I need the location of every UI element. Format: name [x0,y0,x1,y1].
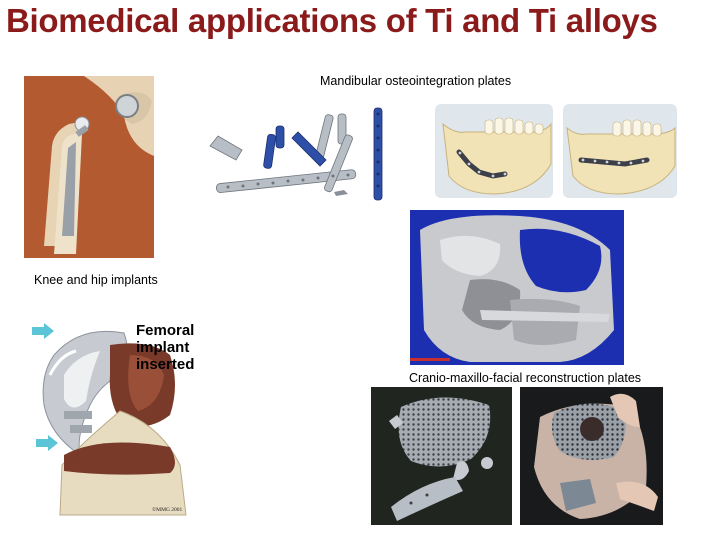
mandibular-caption: Mandibular osteointegration plates [320,74,512,88]
femoral-label: Femoral implant inserted [136,322,208,373]
jaw-model-photo-2 [563,104,677,198]
hip-implant-photo [24,76,154,258]
slide-title: Biomedical applications of Ti and Ti all… [6,2,658,39]
mandibular-plates-photo [198,98,410,204]
femoral-label-line-1: Femoral [136,322,195,339]
cranio-caption: Cranio-maxillo-facial reconstruction pla… [409,371,642,385]
cranio-plate-photo-1 [371,387,512,525]
femoral-label-line-3: inserted [136,356,195,373]
skull-3d-render [410,210,624,365]
copyright-label: ©MMG 2001 [152,507,183,513]
cranio-plate-photo-2 [520,387,663,525]
knee-implant-illustration: Femoral implant inserted ©MMG 2001 [20,315,208,525]
knee-hip-caption: Knee and hip implants [34,273,158,287]
jaw-model-photo-1 [435,104,553,198]
femoral-label-line-2: implant [136,339,190,356]
